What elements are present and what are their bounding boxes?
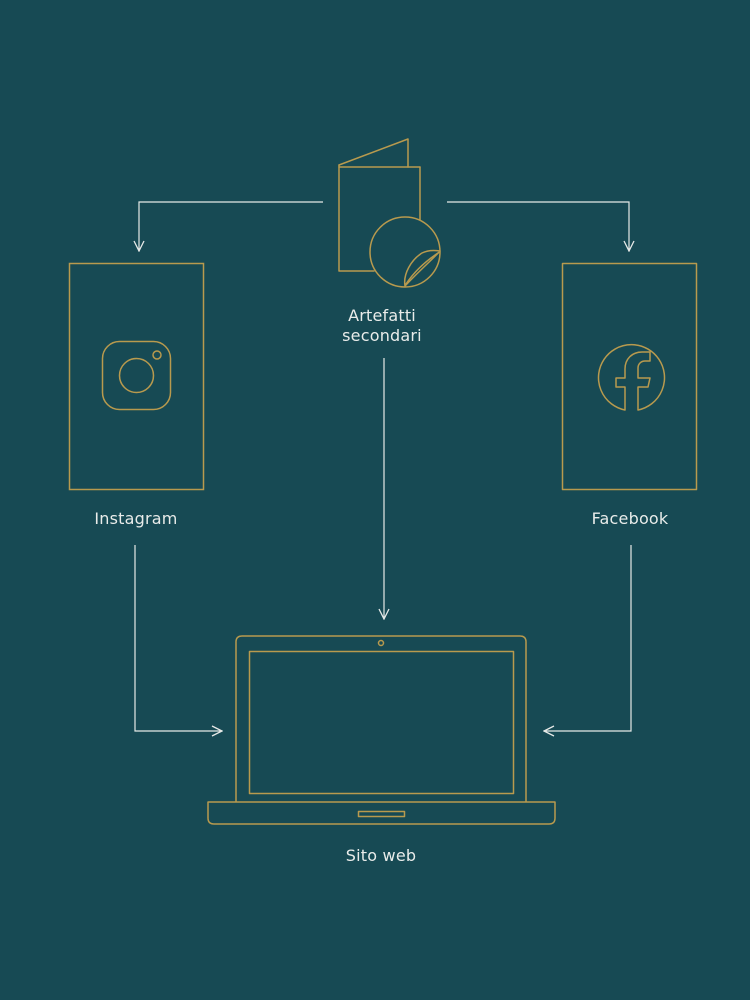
label-facebook: Facebook [591,509,669,528]
label-artefatti-line2: secondari [342,326,422,345]
arrow-instagram-to-sito [134,545,222,731]
laptop-icon [207,635,556,825]
label-artefatti-secondari: Artefatti secondari [315,306,449,346]
folded-leaflet-with-sticker-icon [338,138,441,288]
instagram-phone [68,262,205,491]
arrow-artefatti-to-instagram [139,201,323,251]
arrow-artefatti-to-facebook [447,201,629,251]
facebook-icon [597,343,666,411]
instagram-icon [101,340,172,411]
arrow-facebook-to-sito [544,545,632,731]
label-instagram: Instagram [94,509,178,528]
label-artefatti-line1: Artefatti [348,306,416,325]
facebook-phone [561,262,698,491]
label-sito-web: Sito web [345,846,417,865]
